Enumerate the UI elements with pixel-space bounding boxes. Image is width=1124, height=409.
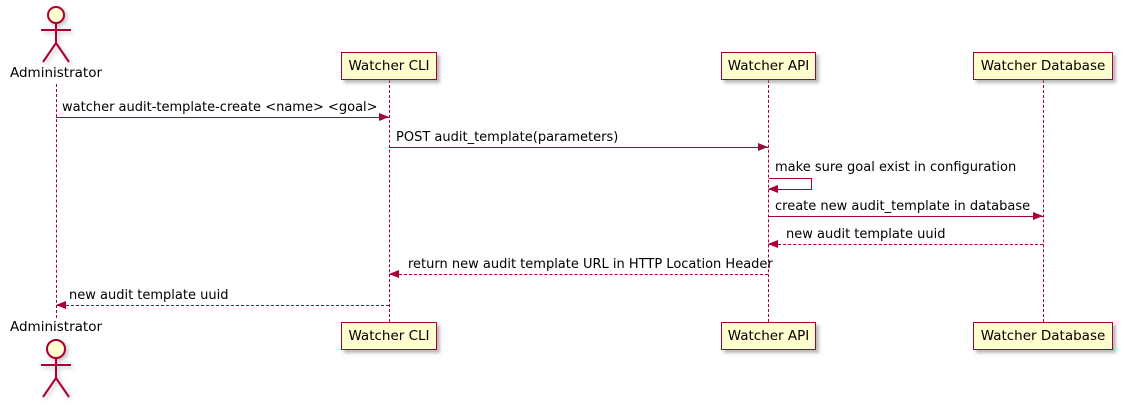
arrowhead-right-icon	[758, 143, 768, 151]
message-line-2	[389, 147, 768, 148]
lifeline-watcher-api	[768, 80, 769, 322]
message-line-5	[768, 244, 1043, 245]
self-message-loop	[769, 178, 812, 190]
participant-watcher-cli-bottom: Watcher CLI	[341, 322, 437, 350]
message-label-uuid-return-admin: new audit template uuid	[69, 288, 229, 303]
message-label-uuid-return-db: new audit template uuid	[786, 227, 946, 242]
message-line-4	[768, 216, 1043, 217]
message-label-goal-exist-check: make sure goal exist in configuration	[775, 160, 1017, 175]
message-label-create-audit-template: create new audit_template in database	[775, 199, 1031, 214]
message-label-post-audit-template: POST audit_template(parameters)	[396, 130, 619, 145]
message-label-url-location-header: return new audit template URL in HTTP Lo…	[408, 257, 773, 272]
actor-administrator-figure-top	[41, 6, 71, 63]
arrowhead-left-icon	[56, 301, 66, 309]
participant-watcher-database-top: Watcher Database	[973, 52, 1113, 80]
arrowhead-left-icon	[768, 185, 778, 193]
participant-watcher-cli-top: Watcher CLI	[341, 52, 437, 80]
arrowhead-right-icon	[1033, 212, 1043, 220]
message-label-audit-template-create: watcher audit-template-create <name> <go…	[62, 100, 378, 115]
actor-administrator-figure-bottom	[41, 339, 71, 398]
lifeline-watcher-cli	[389, 80, 390, 322]
actor-administrator-label-top: Administrator	[9, 65, 103, 81]
participant-watcher-api-bottom: Watcher API	[721, 322, 816, 350]
message-line-6	[389, 274, 768, 275]
lifeline-administrator	[56, 84, 57, 318]
arrowhead-right-icon	[379, 113, 389, 121]
participant-watcher-database-bottom: Watcher Database	[973, 322, 1113, 350]
actor-administrator-label-bottom: Administrator	[9, 319, 103, 335]
arrowhead-left-icon	[768, 240, 778, 248]
lifeline-watcher-database	[1043, 80, 1044, 322]
message-line-1	[56, 117, 389, 118]
message-line-7	[56, 305, 389, 306]
participant-watcher-api-top: Watcher API	[721, 52, 816, 80]
arrowhead-left-icon	[389, 270, 399, 278]
